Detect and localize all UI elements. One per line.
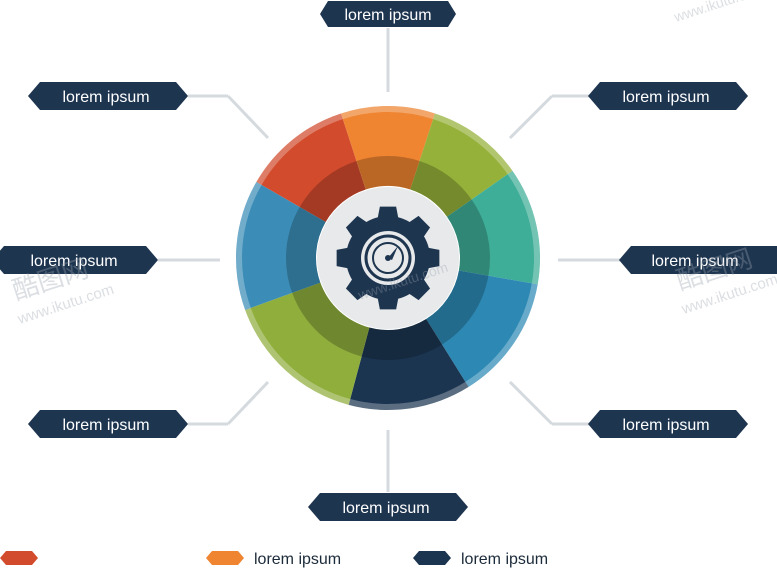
legend-item-navy: lorem ipsum — [413, 551, 548, 568]
ring-segment-olive — [410, 113, 513, 217]
circular-process-ring — [236, 106, 540, 410]
label-hexagon — [588, 82, 748, 110]
label-text: lorem ipsum — [344, 7, 431, 24]
ring-segment-blue — [426, 270, 538, 387]
ring-segment-rim — [341, 106, 435, 120]
label-text: lorem ipsum — [651, 253, 738, 270]
dial-ring — [364, 234, 412, 282]
ring-segment-red — [256, 113, 366, 222]
watermark-url: www.ikutu.com — [671, 0, 766, 25]
label-top: lorem ipsum — [320, 1, 456, 27]
legend-item-orange: lorem ipsum — [206, 551, 341, 568]
ring-segment-shade — [361, 319, 443, 360]
ring-segment-shade — [356, 156, 420, 190]
label-text: lorem ipsum — [62, 417, 149, 434]
dial-inner — [372, 242, 404, 274]
ring-segment-rim — [465, 283, 538, 387]
label-hexagon — [588, 410, 748, 438]
label-text: lorem ipsum — [622, 417, 709, 434]
label-bottom: lorem ipsum — [308, 493, 468, 521]
label-hexagon — [320, 1, 456, 27]
ring-segment-teal — [446, 170, 540, 285]
label-hexagon — [28, 410, 188, 438]
label-text: lorem ipsum — [622, 89, 709, 106]
label-hexagon — [28, 82, 188, 110]
label-upper-right: lorem ipsum — [588, 82, 748, 110]
dial-pivot — [385, 255, 391, 261]
label-text: lorem ipsum — [30, 253, 117, 270]
label-lower-right: lorem ipsum — [588, 410, 748, 438]
label-hexagon — [0, 246, 158, 274]
label-upper-left: lorem ipsum — [28, 82, 188, 110]
label-middle-right: lorem ipsum — [619, 246, 777, 274]
label-middle-left: lorem ipsum — [0, 246, 158, 274]
connector-lower-right-diag — [508, 380, 554, 426]
ring-segment-shade — [299, 160, 366, 222]
label-hexagon — [308, 493, 468, 521]
ring-segment-shade — [426, 270, 489, 345]
legend-text: lorem ipsum — [461, 551, 548, 568]
ring-segment-darknavy — [348, 319, 469, 410]
legend-swatch — [206, 551, 244, 565]
ring-segment-shade — [446, 199, 490, 276]
watermark: www.ikutu.com — [671, 0, 766, 25]
label-text: lorem ipsum — [62, 89, 149, 106]
legend: lorem ipsum lorem ipsum — [0, 551, 548, 568]
legend-item-red — [0, 551, 38, 565]
ring-segment-shade — [286, 207, 326, 293]
legend-text: lorem ipsum — [254, 551, 341, 568]
legend-swatch — [0, 551, 38, 565]
ring-segment-orange — [341, 106, 435, 190]
label-text: lorem ipsum — [342, 500, 429, 517]
ring-segment-rim — [348, 381, 469, 410]
ring-segment-rim — [433, 113, 513, 175]
connector-upper-right-diag — [508, 94, 554, 140]
label-group: lorem ipsum lorem ipsum lorem ipsum lore… — [0, 1, 777, 521]
ring-segment-steelblue — [236, 182, 326, 310]
ring-segment-rim — [236, 182, 262, 310]
ring-segment-shade — [410, 160, 472, 217]
label-hexagon — [619, 246, 777, 274]
gear-speedometer-icon — [336, 206, 440, 310]
center-hub — [317, 187, 459, 329]
connector-lower-left-diag — [226, 380, 270, 426]
ring-segment-rim — [507, 170, 540, 285]
legend-swatch — [413, 551, 451, 565]
ring-segment-lime — [245, 282, 370, 405]
label-lower-left: lorem ipsum — [28, 410, 188, 438]
ring-segment-rim — [256, 113, 343, 185]
ring-segment-shade — [292, 282, 370, 357]
connector-upper-left-diag — [226, 94, 270, 140]
connector-lines — [158, 28, 620, 492]
